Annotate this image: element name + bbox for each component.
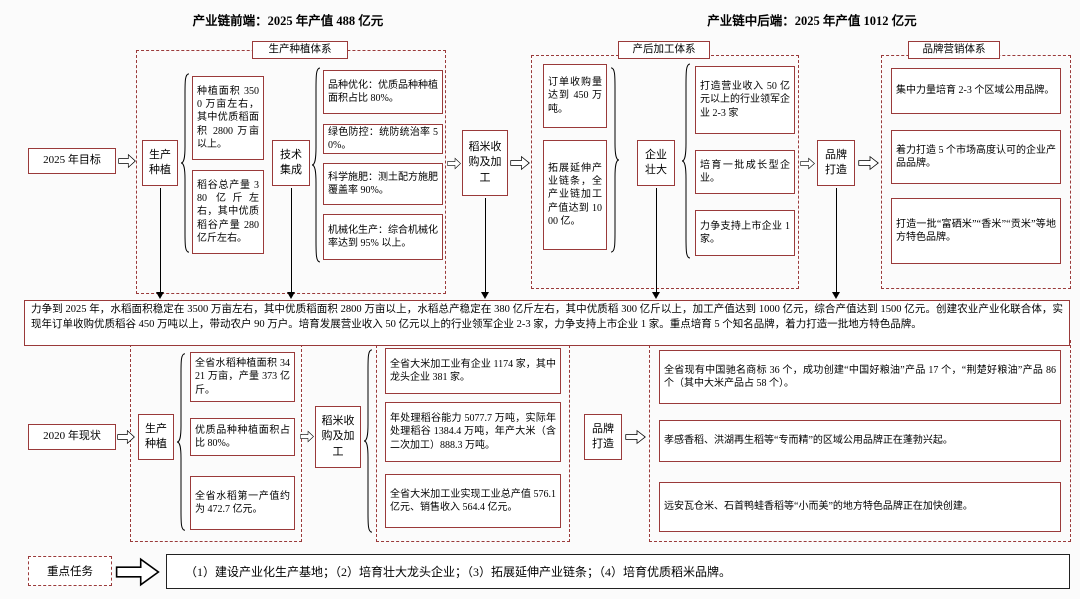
tech-item: 机械化生产：综合机械化率达到 95% 以上。 bbox=[323, 214, 443, 260]
front-chain-label: 产业链前端：2025 年产值 488 亿元 bbox=[192, 14, 384, 28]
arrow-right-icon bbox=[800, 157, 815, 170]
production-target-item: 种植面积 3500 万亩左右，其中优质稻面积 2800 万亩以上。 bbox=[192, 76, 264, 160]
rice-status-item: 全省大米加工业实现工业总产值 576.1 亿元、销售收入 564.4 亿元。 bbox=[385, 474, 561, 528]
brand-status-item: 全省现有中国驰名商标 36 个，成功创建“中国好粮油”产品 17 个，“荆楚好粮… bbox=[659, 350, 1061, 404]
rice-processing-box-2025: 稻米收购及加工 bbox=[462, 130, 508, 196]
key-tasks-box: 重点任务 bbox=[28, 556, 112, 586]
brand-marketing-title: 品牌营销体系 bbox=[908, 41, 1000, 59]
arrow-right-icon bbox=[300, 430, 314, 443]
arrow-down-icon bbox=[156, 292, 164, 299]
enterprise-item: 培育一批成长型企业。 bbox=[695, 150, 795, 194]
tech-integration-box: 技术集成 bbox=[272, 140, 310, 186]
connector-line bbox=[485, 198, 486, 292]
brand-item: 打造一批“富硒米”“香米”“贡米”等地方特色品牌。 bbox=[891, 198, 1061, 264]
arrow-right-icon bbox=[115, 557, 160, 587]
production-planting-box-2020: 生产种植 bbox=[138, 414, 174, 460]
brace-icon bbox=[176, 352, 186, 532]
enterprise-item: 力争支持上市企业 1 家。 bbox=[695, 210, 795, 256]
brand-building-box-2020: 品牌打造 bbox=[584, 414, 622, 460]
tech-item: 科学施肥：测土配方施肥覆盖率 90%。 bbox=[323, 163, 443, 205]
status-2020-box: 2020 年现状 bbox=[28, 424, 116, 450]
arrow-right-icon bbox=[117, 429, 135, 445]
rear-chain-label: 产业链中后端：2025 年产值 1012 亿元 bbox=[707, 14, 917, 28]
order-item: 订单收购量达到 450 万吨。 bbox=[543, 64, 607, 128]
brand-item: 集中力量培育 2-3 个区域公用品牌。 bbox=[891, 68, 1061, 114]
production-status-item: 优质品种种植面积占比 80%。 bbox=[190, 418, 295, 456]
production-planting-box-2025: 生产种植 bbox=[142, 140, 178, 186]
enterprise-growth-box: 企业壮大 bbox=[637, 140, 675, 186]
key-tasks-content: （1）建设产业化生产基地；（2）培育壮大龙头企业；（3）拓展延伸产业链条；（4）… bbox=[166, 554, 1070, 589]
rice-status-item: 年处理稻谷能力 5077.7 万吨，实际年处理稻谷 1384.4 万吨，年产大米… bbox=[385, 402, 561, 462]
arrow-right-icon bbox=[625, 429, 646, 445]
brace-icon bbox=[363, 348, 373, 534]
production-status-item: 全省水稻种植面积 3421 万亩，产量 373 亿斤。 bbox=[190, 352, 295, 402]
connector-line bbox=[656, 188, 657, 292]
brace-icon bbox=[311, 66, 321, 264]
order-item: 拓展延伸产业链条，全产业链加工产值达到 1000 亿。 bbox=[543, 140, 607, 250]
production-system-title: 生产种植体系 bbox=[252, 41, 348, 59]
arrow-right-icon bbox=[858, 155, 879, 171]
connector-line bbox=[291, 188, 292, 292]
arrow-down-icon bbox=[481, 292, 489, 299]
arrow-right-icon bbox=[118, 153, 136, 169]
goal-2025-box: 2025 年目标 bbox=[28, 148, 116, 174]
tech-item: 绿色防控：统防统治率 50%。 bbox=[323, 124, 443, 154]
brand-item: 着力打造 5 个市场高度认可的企业产品品牌。 bbox=[891, 130, 1061, 184]
rice-processing-box-2020: 稻米收购及加工 bbox=[315, 406, 361, 468]
arrow-down-icon bbox=[287, 292, 295, 299]
brace-close-icon bbox=[610, 66, 620, 254]
rice-status-item: 全省大米加工业有企业 1174 家，其中龙头企业 381 家。 bbox=[385, 348, 561, 394]
arrow-right-icon bbox=[447, 157, 461, 170]
connector-line bbox=[160, 188, 161, 292]
production-status-item: 全省水稻第一产值约为 472.7 亿元。 bbox=[190, 476, 295, 530]
arrow-down-icon bbox=[652, 292, 660, 299]
tech-item: 品种优化：优质品种种植面积占比 80%。 bbox=[323, 70, 443, 114]
brand-status-item: 孝感香稻、洪湖再生稻等“专而精”的区域公用品牌正在蓬勃兴起。 bbox=[659, 420, 1061, 462]
brand-building-box-2025: 品牌打造 bbox=[817, 140, 855, 186]
brace-icon bbox=[180, 72, 190, 254]
arrow-down-icon bbox=[832, 292, 840, 299]
brand-status-item: 远安瓦仓米、石首鸭蛙香稻等“小而美”的地方特色品牌正在加快创建。 bbox=[659, 482, 1061, 532]
arrow-right-icon bbox=[510, 155, 530, 171]
summary-box: 力争到 2025 年，水稻面积稳定在 3500 万亩左右，其中优质稻面积 280… bbox=[24, 300, 1070, 346]
production-target-item: 稻谷总产量 380 亿斤左右，其中优质稻谷产量 280 亿斤左右。 bbox=[192, 170, 264, 254]
connector-line bbox=[836, 188, 837, 292]
post-processing-title: 产后加工体系 bbox=[618, 41, 710, 59]
enterprise-item: 打造营业收入 50 亿元以上的行业领军企业 2-3 家 bbox=[695, 66, 795, 134]
brace-icon bbox=[681, 62, 691, 260]
